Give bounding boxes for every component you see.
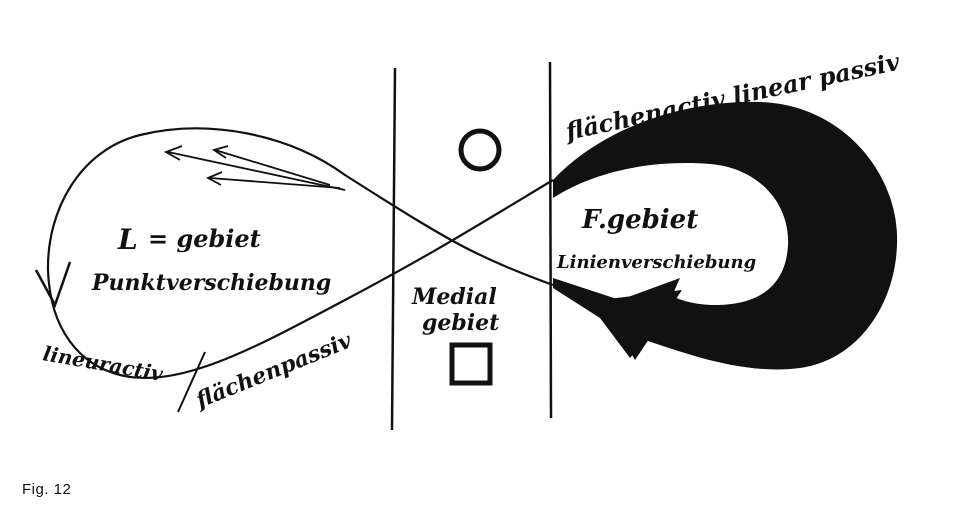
direction-arrow-3 — [209, 177, 341, 189]
circle-symbol — [458, 128, 502, 172]
figure-caption: Fig. 12 — [22, 481, 72, 498]
left-lower-label-left: lineuractiv — [41, 341, 165, 386]
left-loop-arrowhead — [34, 261, 72, 309]
left-lower-label-right: flächenpassiv — [191, 327, 356, 414]
left-loop-curve — [46, 127, 554, 380]
direction-arrows — [163, 145, 346, 191]
left-divider-line — [390, 67, 397, 431]
l-region-title-letter: L — [117, 223, 138, 256]
direction-arrow-2 — [214, 149, 331, 186]
right-divider-line — [548, 61, 553, 419]
right-loop-arrowhead — [600, 290, 682, 360]
medial-label-line1: Medial — [411, 284, 497, 310]
direction-arrow-3-head — [205, 171, 223, 186]
l-region-title: = gebiet — [148, 224, 261, 253]
square-symbol — [449, 342, 493, 386]
direction-arrow-1-head — [163, 145, 183, 161]
l-region-subtitle: Punktverschiebung — [91, 270, 331, 296]
f-region-subtitle: Linienverschiebung — [556, 252, 756, 273]
medial-label-line2: gebiet — [422, 310, 499, 336]
direction-arrow-2-head — [211, 145, 229, 159]
label-slash — [177, 351, 206, 413]
direction-arrow-1 — [167, 151, 346, 191]
f-region-title: F.gebiet — [581, 205, 698, 235]
right-loop-band — [553, 101, 898, 370]
